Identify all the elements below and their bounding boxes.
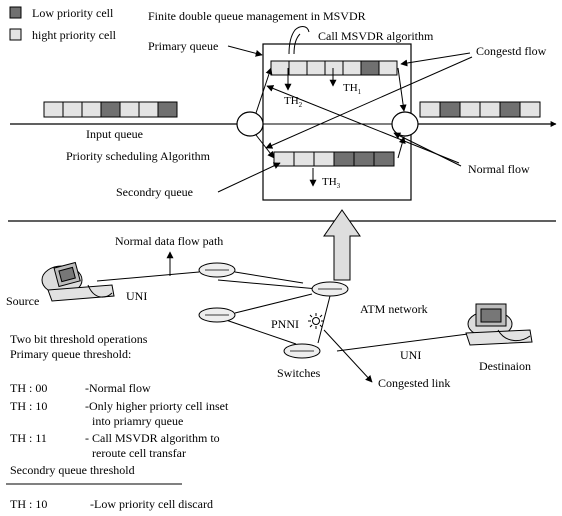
atm-network-label: ATM network (360, 302, 428, 316)
normal-flow-pointer-2 (266, 85, 460, 164)
primary-queue-cell-high (288, 60, 308, 76)
diagram-title: Finite double queue management in MSVDR (148, 9, 366, 23)
switch-node-3 (198, 307, 236, 323)
input-queue-cell-high (119, 101, 140, 118)
destination-label: Destinaion (479, 359, 531, 373)
legend-high-label: hight priority cell (32, 28, 117, 42)
notes-heading-3: Secondry queue threshold (10, 463, 135, 477)
uni-right-label: UNI (400, 348, 421, 362)
secondary-queue-cell-low (373, 151, 395, 167)
notes-row-2-code: TH : 10 (10, 399, 47, 413)
output-queue-cell-high (419, 101, 441, 118)
input-queue-cell-high (43, 101, 64, 118)
output-queue-cell-low (439, 101, 461, 118)
output-queue-cell-high (459, 101, 481, 118)
notes-row-1-desc: -Normal flow (85, 381, 151, 395)
input-queue-cell-low (100, 101, 121, 118)
congested-flow-pointer-2 (265, 56, 473, 149)
priority-scheduler-node (236, 111, 264, 137)
secondary-queue-cell-high (313, 151, 335, 167)
input-queue-cell-high (62, 101, 83, 118)
primary-queue-cell-high (270, 60, 290, 76)
congested-flow-pointer-1 (400, 52, 471, 67)
input-queue (43, 101, 178, 118)
arrow-scheduler-to-primary (255, 67, 273, 114)
primary-queue-cell-low (360, 60, 380, 76)
congested-link-pointer (323, 329, 373, 383)
normal-flow-pointer-1 (393, 132, 462, 167)
network-links (96, 271, 469, 352)
primary-queue-label: Primary queue (148, 39, 218, 53)
output-queue-cell-high (479, 101, 501, 118)
primary-label-pointer (227, 45, 263, 57)
output-queue-cell-high (519, 101, 541, 118)
notes-row-4-code: TH : 10 (10, 497, 47, 511)
notes-row-1-code: TH : 00 (10, 381, 47, 395)
secondary-queue-cell-high (293, 151, 315, 167)
secondary-queue-cell-low (333, 151, 355, 167)
input-queue-cell-high (81, 101, 102, 118)
primary-queue-cell-high (306, 60, 326, 76)
notes-heading-2: Primary queue threshold: (10, 347, 131, 361)
normal-data-flow-label: Normal data flow path (115, 234, 223, 248)
primary-queue (270, 60, 398, 76)
uni-left-label: UNI (126, 289, 147, 303)
switch-node-1 (198, 262, 236, 278)
output-merge-node (391, 111, 419, 137)
congested-link-label: Congested link (378, 376, 450, 390)
secondary-queue (273, 151, 395, 167)
notes-row-4-desc: -Low priority cell discard (90, 497, 213, 511)
th3-label: TH3 (322, 176, 341, 190)
notes-row-3-desc: - Call MSVDR algorithm to (85, 431, 220, 445)
th1-label: TH1 (343, 82, 362, 96)
th2-label: TH2 (284, 95, 303, 109)
input-queue-cell-high (138, 101, 159, 118)
notes-row-3-cont: reroute cell transfar (92, 446, 186, 460)
switch-node-4 (283, 343, 321, 359)
congested-flow-label: Congestd flow (476, 44, 547, 58)
notes-heading-1: Two bit threshold operations (10, 332, 148, 346)
secondary-label-pointer (217, 162, 281, 193)
priority-scheduling-label: Priority scheduling Algorithm (66, 149, 211, 163)
call-algorithm-label: Call MSVDR algorithm (318, 29, 434, 43)
secondary-queue-label: Secondry queue (116, 185, 193, 199)
pnni-label: PNNI (271, 317, 299, 331)
primary-queue-cell-high (324, 60, 344, 76)
arrow-scheduler-to-secondary (255, 134, 275, 159)
upward-zoom-arrow (323, 209, 361, 281)
destination-computer-icon (465, 303, 533, 346)
primary-queue-cell-high (378, 60, 398, 76)
source-label: Source (6, 294, 39, 308)
switch-node-2 (311, 281, 349, 297)
call-algorithm-loop-icon (288, 26, 310, 55)
input-queue-cell-low (157, 101, 178, 118)
congestion-burst-icon (308, 313, 324, 329)
switches-label: Switches (277, 366, 321, 380)
arrow-primary-to-output (397, 67, 407, 112)
normal-flow-label: Normal flow (468, 162, 530, 176)
source-computer-icon (41, 261, 115, 302)
notes-row-2-desc: -Only higher priorty cell inset (85, 399, 229, 413)
call-algorithm-loop-inner (293, 33, 301, 55)
secondary-queue-cell-low (353, 151, 375, 167)
primary-queue-cell-high (342, 60, 362, 76)
legend-high-swatch (9, 28, 22, 41)
output-queue-cell-low (499, 101, 521, 118)
notes-row-2-cont: into priamry queue (92, 414, 183, 428)
output-queue (419, 101, 541, 118)
legend-low-label: Low priority cell (32, 6, 114, 20)
input-queue-label: Input queue (86, 127, 143, 141)
legend-low-swatch (9, 6, 22, 19)
notes-row-3-code: TH : 11 (10, 431, 47, 445)
